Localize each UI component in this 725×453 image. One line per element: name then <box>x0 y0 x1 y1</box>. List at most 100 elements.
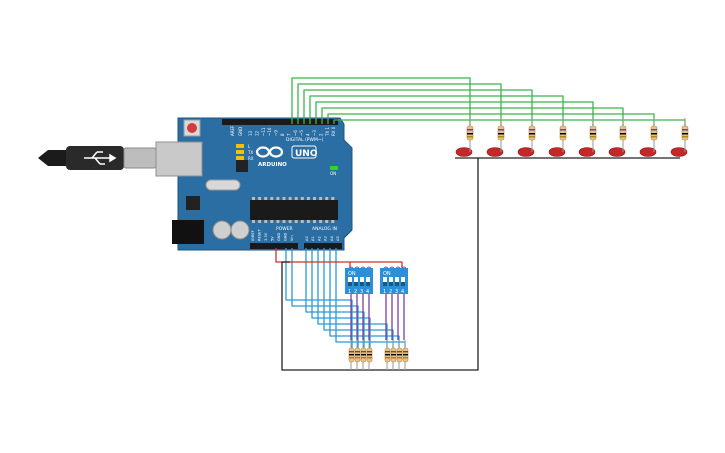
signal-wire[interactable] <box>291 248 359 350</box>
signal-wire[interactable] <box>311 248 371 350</box>
resistor-band <box>367 357 372 359</box>
dip-lever[interactable] <box>389 277 393 286</box>
chip-pin <box>270 197 274 200</box>
dip-lever[interactable] <box>395 277 399 286</box>
red-wires[interactable] <box>275 248 408 271</box>
resistor-band <box>355 351 360 353</box>
model-label: UNO <box>295 149 318 159</box>
power-wire-2[interactable] <box>350 261 403 270</box>
resistor-band <box>391 357 396 359</box>
chip-pin <box>288 197 292 200</box>
dip-lever-knob <box>401 282 405 286</box>
power-header[interactable] <box>250 243 298 249</box>
chip-pin <box>313 220 316 223</box>
black-wires[interactable] <box>281 157 680 371</box>
resistor-band <box>620 136 626 138</box>
resistor-band <box>367 351 372 353</box>
chip-pin <box>300 197 304 200</box>
green-wire[interactable] <box>333 119 686 126</box>
green-wire[interactable] <box>321 107 624 126</box>
resistor-band <box>349 354 354 356</box>
blue-wires[interactable] <box>285 248 406 350</box>
resistor-band <box>498 129 504 131</box>
resistor-band <box>385 354 390 356</box>
resistor-band <box>403 351 408 353</box>
green-wires[interactable] <box>291 77 686 126</box>
chip-pin <box>325 220 329 223</box>
led-5[interactable] <box>578 147 596 157</box>
led-8[interactable] <box>670 147 688 157</box>
dip-switch-1[interactable]: ON 1 2 3 4 <box>345 268 373 295</box>
dip-switch-2[interactable]: ON 1 2 3 4 <box>380 268 408 295</box>
resistor-band <box>590 133 596 135</box>
dip-lever[interactable] <box>401 277 405 286</box>
arduino-logo-icon <box>255 146 284 158</box>
reset-button[interactable] <box>183 119 201 137</box>
resistor-band <box>397 354 402 356</box>
led-3[interactable] <box>517 147 535 157</box>
resistor-band <box>560 136 566 138</box>
led-1[interactable] <box>455 147 473 157</box>
led-6[interactable] <box>608 147 626 157</box>
dip-lever[interactable] <box>348 277 352 286</box>
led-rx-indicator <box>236 156 244 160</box>
chip-pin <box>276 220 280 223</box>
dip-lever[interactable] <box>383 277 387 286</box>
usb-port <box>155 141 203 177</box>
resistor-band <box>349 351 354 353</box>
led-l-label: L <box>248 144 251 149</box>
chip-pin <box>252 197 255 200</box>
signal-wire[interactable] <box>285 248 353 350</box>
signal-wire[interactable] <box>317 248 388 350</box>
digital-pin-label: 4 <box>306 133 311 136</box>
resistor-band <box>682 129 688 131</box>
led-4[interactable] <box>548 147 566 157</box>
resistor-band <box>355 354 360 356</box>
chip-pin <box>282 197 286 200</box>
resistor-band <box>403 354 408 356</box>
resistor-band <box>467 133 473 135</box>
power-pin-label: RESET <box>258 229 262 241</box>
led-resistors[interactable] <box>466 118 689 148</box>
capacitor <box>212 220 232 240</box>
resistor-band <box>397 357 402 359</box>
purple-wires[interactable] <box>350 294 405 340</box>
analog-pin-label: A2 <box>317 236 321 241</box>
pulldown-resistors[interactable] <box>348 340 409 370</box>
digital-header[interactable] <box>222 119 338 125</box>
digital-pin-label: ~11 <box>261 127 266 136</box>
resistor-band <box>361 351 366 353</box>
digital-pin-label: ~5 <box>299 130 304 136</box>
dip-lever-knob <box>389 282 393 286</box>
led-row[interactable] <box>455 147 688 157</box>
usb-chip <box>236 160 248 172</box>
brand-label: ARDUINO <box>258 162 287 168</box>
green-wire[interactable] <box>309 95 564 126</box>
led-7[interactable] <box>639 147 657 157</box>
signal-wire[interactable] <box>305 248 365 350</box>
dip-lever[interactable] <box>354 277 358 286</box>
power-wire[interactable] <box>275 248 351 270</box>
resistor-band <box>529 129 535 131</box>
chip-pins <box>252 197 335 223</box>
chip-pin <box>270 220 274 223</box>
usb-cable[interactable] <box>38 146 157 170</box>
led-2[interactable] <box>486 147 504 157</box>
resistor-band <box>529 133 535 135</box>
led-tx-label: TX <box>247 150 253 155</box>
analog-header[interactable] <box>304 243 342 249</box>
green-wire[interactable] <box>297 83 502 126</box>
chip-pin <box>258 220 262 223</box>
analog-label: ANALOG IN <box>312 226 337 232</box>
dip-lever[interactable] <box>360 277 364 286</box>
dip-switch-2-number-2: 2 <box>389 289 392 295</box>
dip-lever[interactable] <box>366 277 370 286</box>
resistor-band <box>651 133 657 135</box>
resistor-band <box>355 357 360 359</box>
chip-pin <box>319 220 323 223</box>
analog-pin-label: A1 <box>311 236 315 241</box>
resistor-band <box>529 136 535 138</box>
ground-wire[interactable] <box>281 157 479 371</box>
